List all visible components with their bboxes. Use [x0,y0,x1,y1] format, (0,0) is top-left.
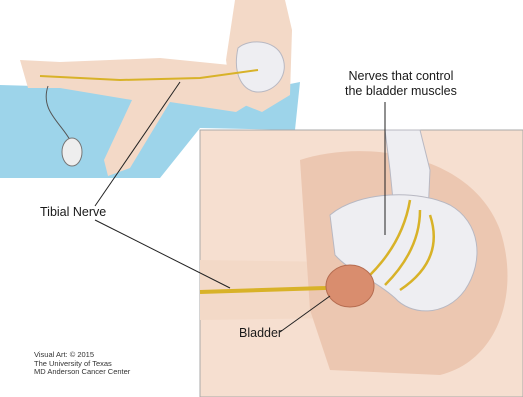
nerves-label-line2: the bladder muscles [345,84,457,99]
bladder-organ [326,265,374,307]
tibial-nerve-label: Tibial Nerve [40,205,106,220]
bladder-label: Bladder [239,326,282,341]
nerves-label-line1: Nerves that control [345,69,457,84]
nerves-label: Nerves that control the bladder muscles [345,69,457,99]
image-credit: Visual Art: © 2015 The University of Tex… [34,351,130,377]
credit-line3: MD Anderson Cancer Center [34,368,130,377]
stimulator-device [62,138,82,166]
detail-panel [200,130,523,397]
patient-pelvis-small [236,42,284,92]
